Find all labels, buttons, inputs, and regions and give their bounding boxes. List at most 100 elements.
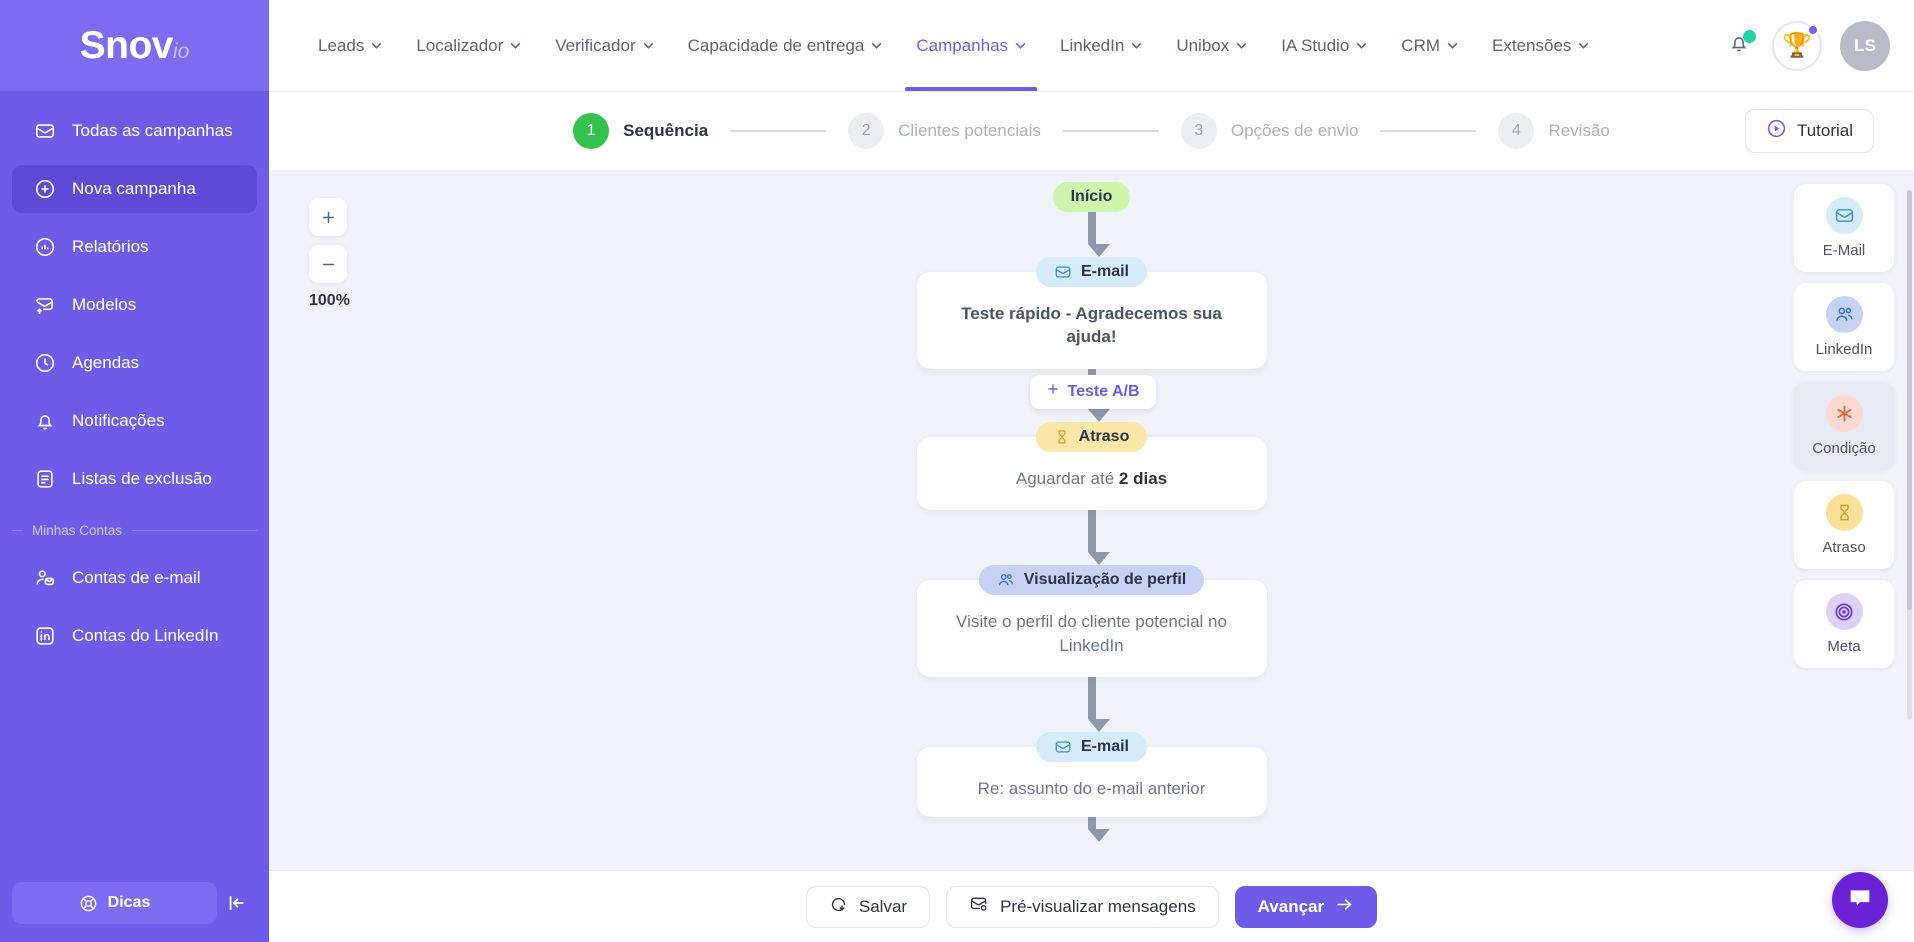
delay-value: 2 dias [1118, 468, 1168, 488]
zoom-level-label: 100% [309, 292, 350, 309]
people-icon [997, 571, 1015, 589]
scrollbar-thumb[interactable] [1907, 190, 1912, 610]
node-pill: Início [1052, 182, 1131, 212]
step-label: Revisão [1548, 121, 1610, 140]
arrow-head [1087, 408, 1110, 422]
chat-widget-button[interactable] [1832, 872, 1888, 928]
tab-verificador[interactable]: Verificador [538, 0, 670, 91]
notification-badge [1743, 29, 1756, 43]
flow-node-email-2[interactable]: E-mail Re: assunto do e-mail anterior [916, 732, 1267, 817]
sidebar-item-modelos[interactable]: Modelos [12, 281, 257, 329]
step-revisao[interactable]: 4 Revisão [1498, 113, 1610, 149]
sidebar-item-listas-de-exclusao[interactable]: Listas de exclusão [12, 455, 257, 503]
save-button[interactable]: Salvar [805, 885, 931, 928]
envelope-icon [34, 120, 56, 142]
tab-label: LinkedIn [1060, 35, 1125, 55]
zoom-out-button[interactable] [309, 245, 347, 283]
flow-node-profile-view[interactable]: Visualização de perfil Visite o perfil d… [916, 565, 1267, 678]
asterisk-icon [1825, 395, 1863, 432]
tab-label: Campanhas [916, 35, 1009, 55]
chevron-down-icon [1578, 42, 1589, 49]
zoom-controls: 100% [309, 198, 350, 310]
bell-icon [34, 410, 56, 432]
user-envelope-icon [34, 567, 56, 589]
app-logo[interactable]: Snovio [0, 0, 269, 91]
tool-condicao[interactable]: Condição [1794, 382, 1894, 470]
chevron-down-icon [1447, 42, 1458, 49]
tool-label: LinkedIn [1815, 341, 1873, 358]
tool-atraso[interactable]: Atraso [1794, 481, 1894, 569]
tutorial-button[interactable]: Tutorial [1744, 109, 1874, 153]
sequence-flow: Início E-mail Teste rá [882, 182, 1302, 842]
hourglass-icon [1054, 429, 1070, 445]
avatar[interactable]: LS [1840, 20, 1890, 71]
rewards-button[interactable]: 🏆 [1772, 20, 1822, 71]
step-opcoes-de-envio[interactable]: 3 Opções de envio [1180, 113, 1359, 149]
node-card[interactable]: Visite o perfil do cliente potencial no … [916, 580, 1267, 678]
node-pill: Atraso [1035, 421, 1148, 452]
flow-node-email-1[interactable]: E-mail Teste rápido - Agradecemos sua aj… [916, 257, 1267, 369]
chevron-down-icon [1236, 42, 1247, 49]
sidebar-item-notificacoes[interactable]: Notificações [12, 397, 257, 445]
sequence-canvas[interactable]: 100% Início [269, 170, 1914, 870]
chat-bubble-icon [1846, 884, 1874, 917]
node-card-text: Teste rápido - Agradecemos sua ajuda! [961, 304, 1222, 347]
tab-extensoes[interactable]: Extensões [1475, 0, 1606, 91]
sidebar-footer: Dicas [0, 882, 269, 924]
next-button[interactable]: Avançar [1234, 885, 1378, 928]
notifications-button[interactable] [1724, 29, 1756, 61]
sidebar: Snovio Todas as campanhas Nova campanha [0, 0, 269, 942]
preview-messages-button[interactable]: Pré-visualizar mensagens [946, 885, 1219, 928]
step-number: 2 [848, 113, 885, 149]
canvas-scrollbar[interactable] [1907, 190, 1912, 720]
tool-email[interactable]: E-Mail [1794, 184, 1894, 272]
flow-arrow [1087, 677, 1110, 733]
main-area: Leads Localizador Verificador Capacidade… [269, 0, 1914, 942]
step-connector [730, 130, 827, 132]
tab-label: Verificador [555, 35, 636, 55]
step-clientes-potenciais[interactable]: 2 Clientes potenciais [848, 113, 1041, 149]
tab-unibox[interactable]: Unibox [1159, 0, 1264, 91]
sidebar-item-nova-campanha[interactable]: Nova campanha [12, 165, 257, 213]
tab-capacidade-de-entrega[interactable]: Capacidade de entrega [671, 0, 900, 91]
chevron-down-icon [871, 42, 882, 49]
tab-leads[interactable]: Leads [301, 0, 399, 91]
arrow-stem [1087, 816, 1096, 829]
node-card[interactable]: Teste rápido - Agradecemos sua ajuda! [916, 272, 1267, 369]
divider-left [12, 530, 22, 531]
tab-campanhas[interactable]: Campanhas [899, 0, 1043, 91]
add-ab-test-button[interactable]: Teste A/B [1030, 374, 1156, 409]
tab-linkedin[interactable]: LinkedIn [1043, 0, 1159, 91]
flow-node-delay[interactable]: Atraso Aguardar até 2 dias [916, 421, 1267, 511]
tab-label: Extensões [1492, 35, 1572, 55]
collapse-sidebar-icon[interactable] [217, 882, 257, 924]
step-sequencia[interactable]: 1 Sequência [573, 113, 708, 149]
sidebar-item-todas-as-campanhas[interactable]: Todas as campanhas [12, 107, 257, 155]
list-doc-icon [34, 468, 56, 490]
tips-button[interactable]: Dicas [12, 882, 217, 924]
tool-linkedin[interactable]: LinkedIn [1794, 283, 1894, 371]
tab-ia-studio[interactable]: IA Studio [1264, 0, 1384, 91]
sidebar-item-label: Notificações [72, 411, 165, 430]
envelope-eye-icon [969, 894, 989, 919]
topbar-actions: 🏆 LS [1724, 20, 1890, 71]
sidebar-section-label: Minhas Contas [32, 523, 123, 538]
lifebuoy-icon [79, 894, 98, 913]
flow-node-start[interactable]: Início [1052, 182, 1131, 212]
step-label: Opções de envio [1230, 121, 1359, 140]
arrow-stem [1087, 677, 1096, 720]
top-menu: Leads Localizador Verificador Capacidade… [301, 0, 1606, 91]
zoom-in-button[interactable] [309, 198, 347, 236]
chevron-down-icon [1131, 42, 1142, 49]
sidebar-item-label: Nova campanha [72, 179, 196, 198]
arrow-stem [1087, 212, 1096, 244]
tab-label: Localizador [416, 35, 504, 55]
sidebar-item-contas-do-linkedin[interactable]: Contas do LinkedIn [12, 612, 257, 660]
tab-crm[interactable]: CRM [1384, 0, 1475, 91]
sidebar-item-relatorios[interactable]: Relatórios [12, 223, 257, 271]
tab-localizador[interactable]: Localizador [399, 0, 538, 91]
tool-meta[interactable]: Meta [1794, 580, 1894, 668]
sidebar-item-contas-de-email[interactable]: Contas de e-mail [12, 554, 257, 602]
sidebar-item-agendas[interactable]: Agendas [12, 339, 257, 387]
